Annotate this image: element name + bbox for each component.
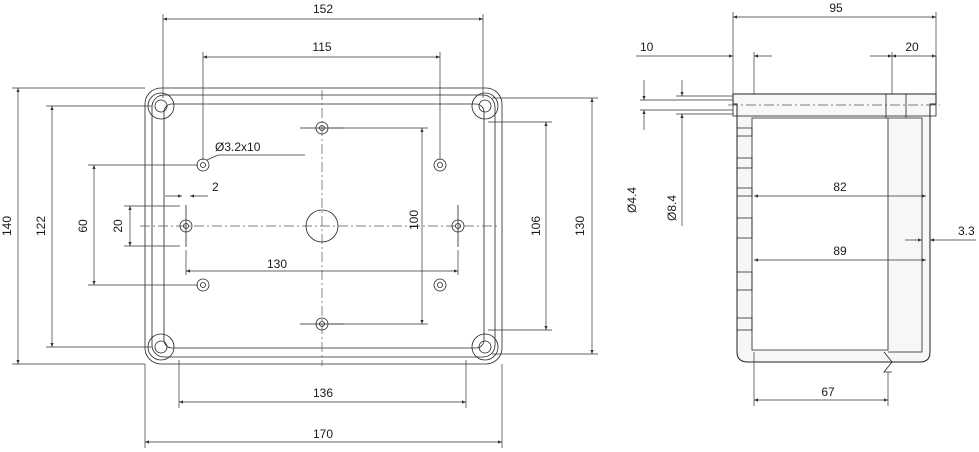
corner-boss-bottom-right [471, 333, 499, 361]
corner-boss-top-right [471, 92, 499, 120]
dim-dia-8-4: Ø8.4 [665, 195, 679, 221]
dim-136: 136 [313, 386, 333, 400]
mounting-hole-4 [433, 278, 447, 292]
dim-106: 106 [529, 216, 543, 236]
center-knockout [305, 209, 339, 243]
dim-20-side: 20 [905, 40, 919, 54]
dim-20-vertical: 20 [111, 219, 125, 233]
slot-hole-right [451, 205, 465, 247]
dim-115: 115 [312, 40, 331, 54]
hole-label: Ø3.2x10 [215, 140, 261, 154]
mounting-hole-3 [196, 278, 210, 292]
dim-67: 67 [821, 385, 835, 399]
side-ribs [737, 127, 753, 331]
dim-100: 100 [407, 210, 421, 230]
front-view: 152 115 Ø3.2x10 2 130 136 170 [0, 2, 598, 448]
dim-122: 122 [34, 216, 48, 236]
dim-10: 10 [640, 40, 654, 54]
dim-130-vertical: 130 [573, 216, 587, 236]
dim-130-horizontal: 130 [267, 257, 287, 271]
dim-95: 95 [829, 1, 843, 15]
side-inner-cavity [751, 117, 889, 351]
dim-140: 140 [0, 216, 14, 236]
side-view: 95 10 20 Ø4.4 Ø8.4 82 89 3.3 [625, 1, 976, 406]
mounting-hole-2 [433, 158, 447, 172]
dim-60: 60 [76, 219, 90, 233]
dim-dia-4-4: Ø4.4 [625, 187, 639, 213]
dim-3-3: 3.3 [958, 224, 975, 238]
dim-152: 152 [313, 2, 333, 16]
dim-82: 82 [833, 180, 847, 194]
dim-89: 89 [833, 244, 847, 258]
mounting-hole-1 [196, 158, 210, 172]
slot-hole-left [179, 205, 193, 247]
dim-170: 170 [313, 427, 333, 441]
dim-2: 2 [212, 180, 219, 194]
